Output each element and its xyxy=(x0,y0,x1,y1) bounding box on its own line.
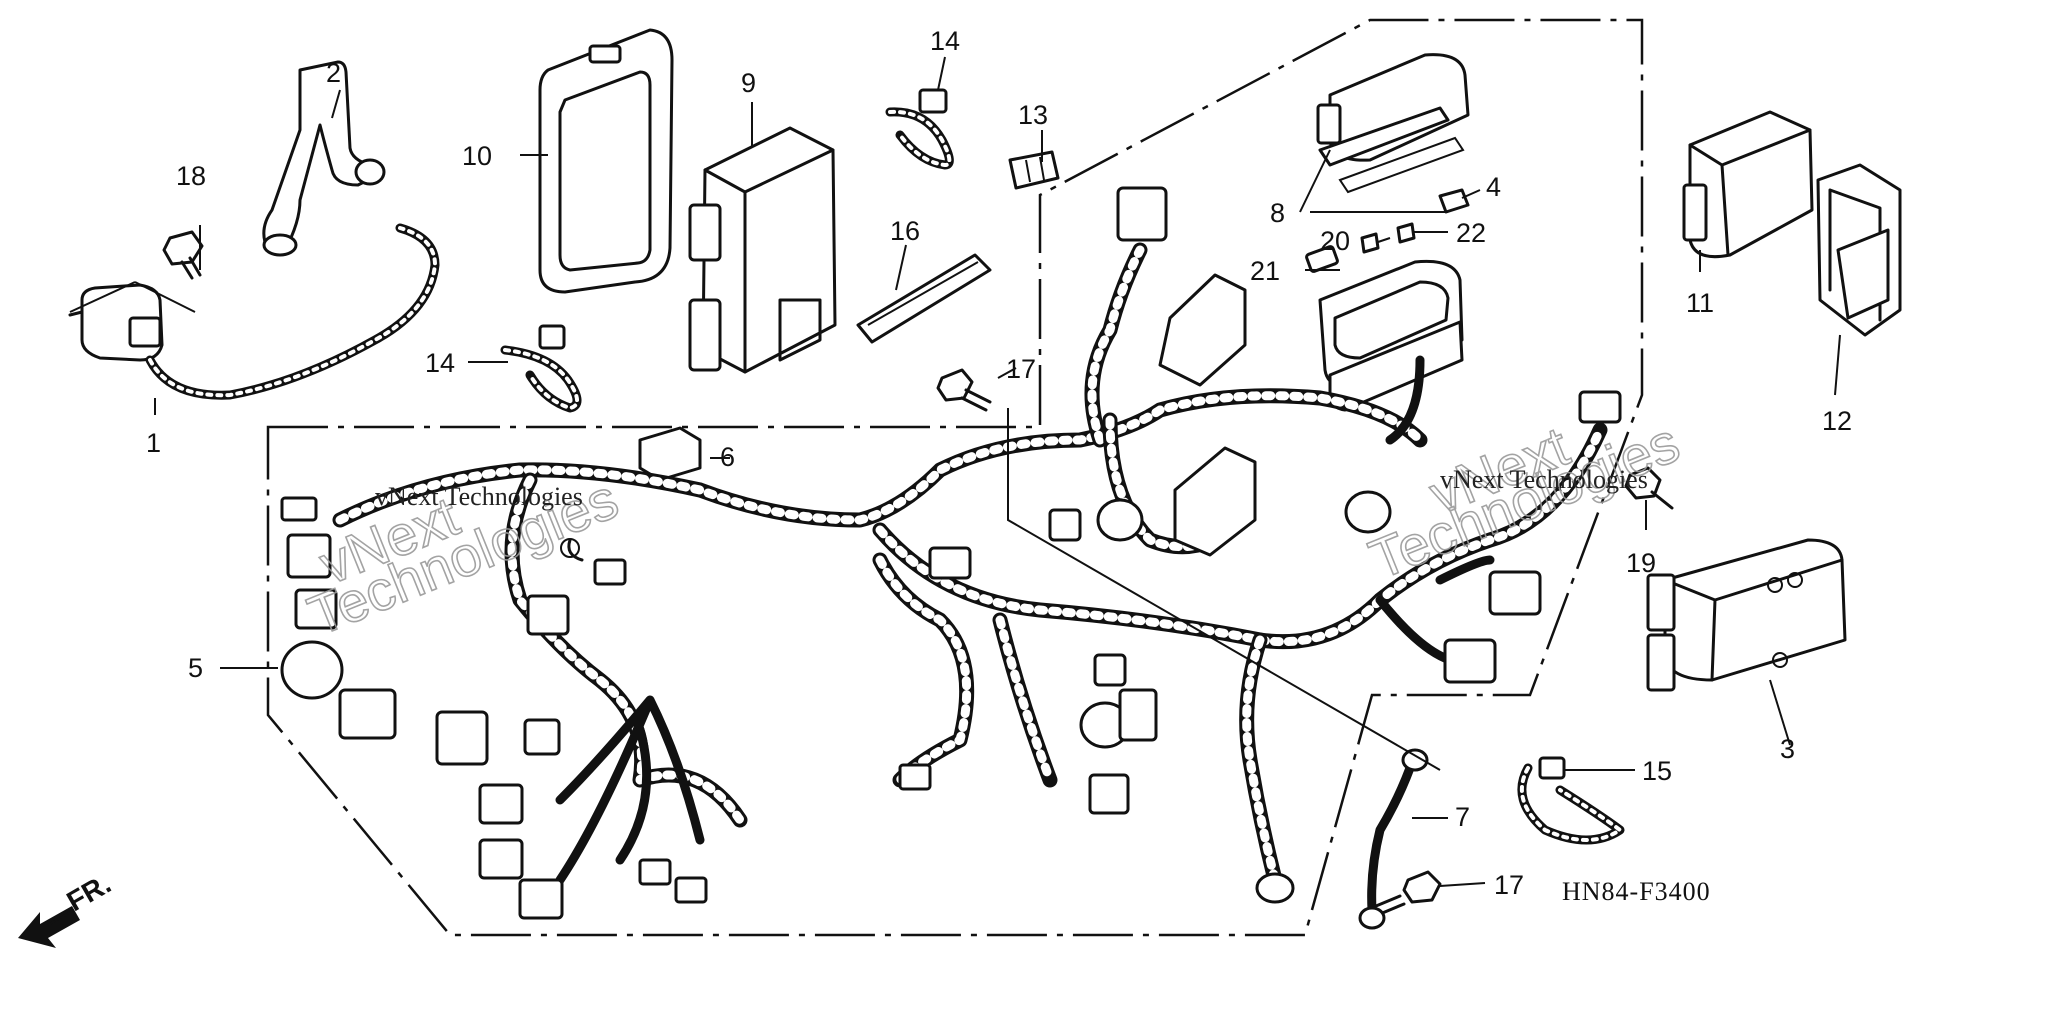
callout-1: 1 xyxy=(146,428,161,458)
relay-6 xyxy=(638,426,702,482)
rubber-band-16 xyxy=(856,253,992,344)
callout-14-upper: 14 xyxy=(930,26,960,56)
front-direction-arrow-icon xyxy=(18,906,80,948)
spark-plug-cap xyxy=(262,60,386,257)
callout-8: 8 xyxy=(1270,198,1285,228)
regulator-rectifier xyxy=(1646,538,1847,692)
fuse-20 xyxy=(1360,232,1380,254)
band-clamp-14-lower xyxy=(500,324,582,413)
callout-13: 13 xyxy=(1018,100,1048,130)
callout-7: 7 xyxy=(1455,802,1470,832)
main-wire-harness xyxy=(332,242,1608,888)
bolt-18 xyxy=(162,230,204,280)
callout-22: 22 xyxy=(1456,218,1486,248)
band-clamp-14-upper xyxy=(885,88,954,170)
clip-13 xyxy=(1008,150,1060,190)
band-clamp-15 xyxy=(1517,756,1625,845)
watermark-text-left: vNext Technologies xyxy=(375,482,583,511)
bolt-19 xyxy=(1624,466,1674,510)
bolt-17-upper xyxy=(936,368,992,412)
callout-14-lower: 14 xyxy=(425,348,455,378)
callout-15: 15 xyxy=(1642,756,1672,786)
fuse-box xyxy=(1305,245,1464,412)
ecu-control-unit xyxy=(688,126,837,374)
ecu-rubber-holder xyxy=(538,28,674,294)
callout-17-upper: 17 xyxy=(1006,354,1036,384)
callout-5: 5 xyxy=(188,653,203,683)
callout-10: 10 xyxy=(462,141,492,171)
callout-3: 3 xyxy=(1780,734,1795,764)
callout-20: 20 xyxy=(1320,226,1350,256)
ignition-coil xyxy=(68,223,440,400)
leader-lines xyxy=(154,56,1841,887)
callout-17-lower: 17 xyxy=(1494,870,1524,900)
callouts: 1 2 3 4 5 6 7 8 9 10 11 12 13 14 14 15 1… xyxy=(146,26,1852,900)
group-outline-harness xyxy=(266,18,1644,937)
fuse-22 xyxy=(1396,222,1416,244)
diagram-code: HN84-F3400 xyxy=(1562,877,1711,906)
relay-box-11 xyxy=(1682,110,1814,259)
holder-12 xyxy=(1816,163,1902,337)
bolt-17-lower xyxy=(1374,870,1442,916)
callout-16: 16 xyxy=(890,216,920,246)
callout-18: 18 xyxy=(176,161,206,191)
callout-2: 2 xyxy=(326,58,341,88)
callout-19: 19 xyxy=(1626,548,1656,578)
callout-12: 12 xyxy=(1822,406,1852,436)
fuse-4 xyxy=(1438,188,1470,214)
callout-9: 9 xyxy=(741,68,756,98)
harness-connectors xyxy=(280,186,1622,920)
watermark-text-right: vNext Technologies xyxy=(1440,465,1648,494)
callout-21: 21 xyxy=(1250,256,1280,286)
fuse-box-cover xyxy=(1316,53,1470,194)
ground-cable xyxy=(1358,748,1429,930)
callout-6: 6 xyxy=(720,442,735,472)
callout-11: 11 xyxy=(1686,288,1714,318)
callout-4: 4 xyxy=(1486,172,1501,202)
